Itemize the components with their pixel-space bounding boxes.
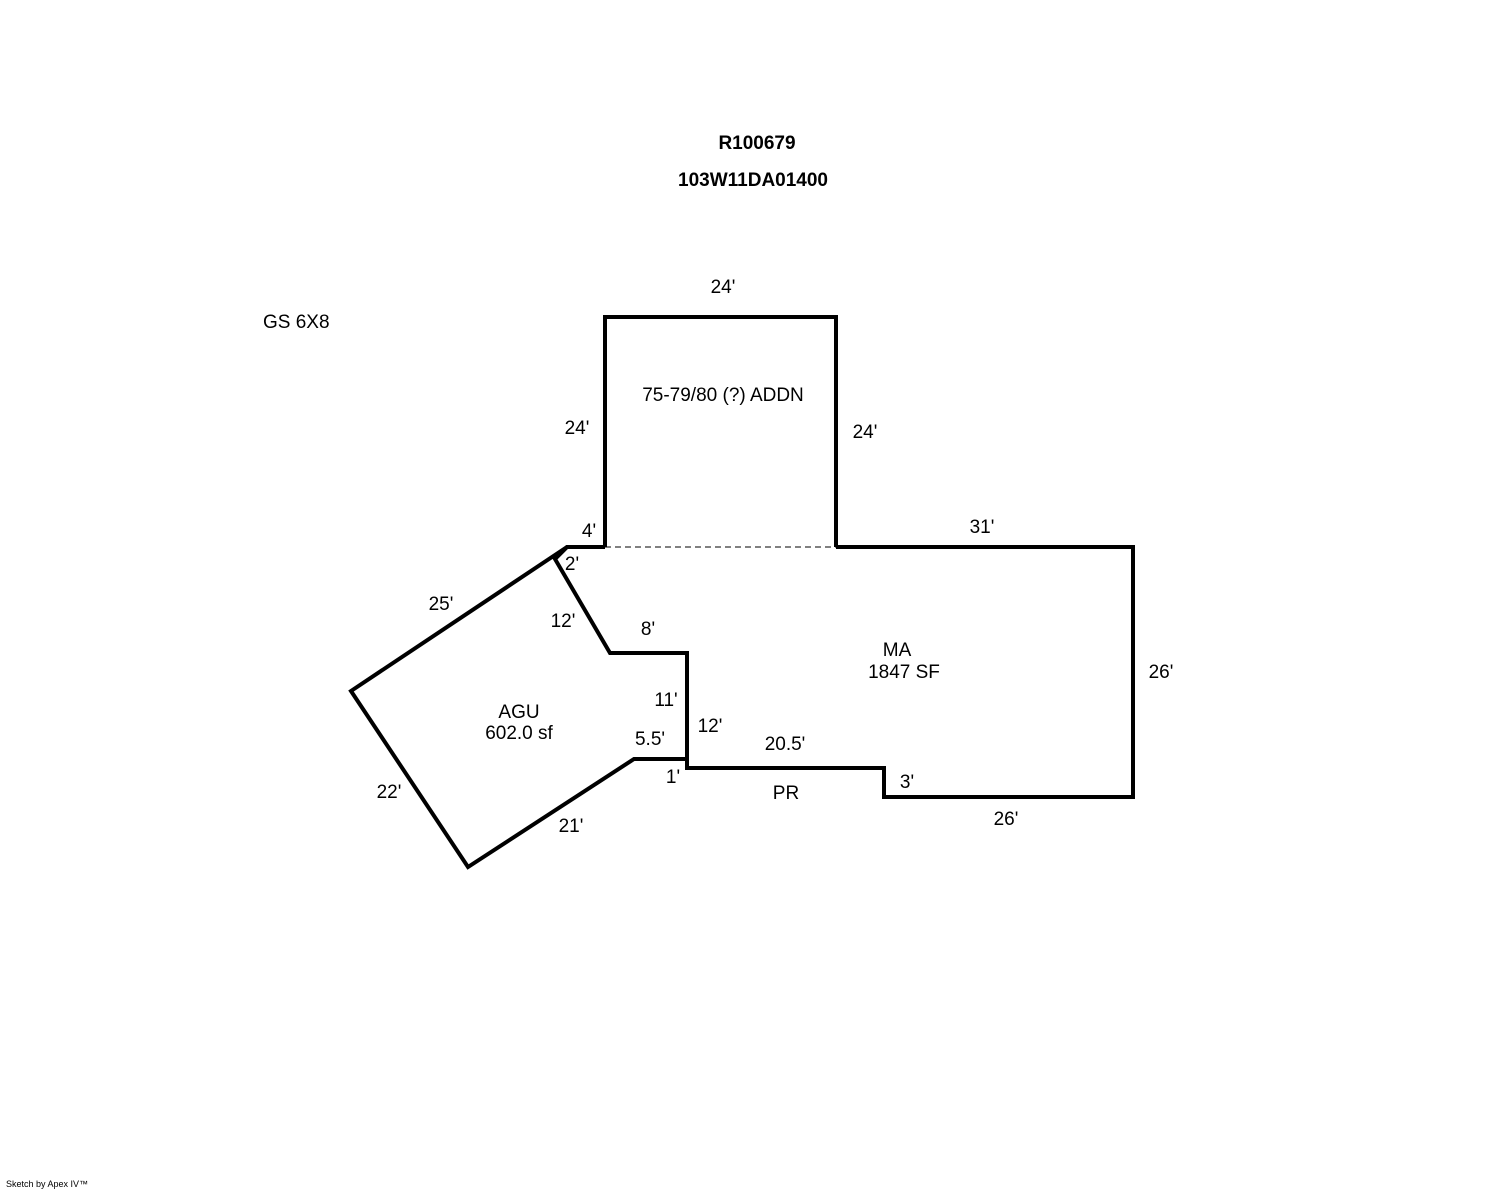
dim-garage-12: 12' (551, 611, 576, 632)
dim-garage-2: 2' (565, 554, 579, 575)
map-tax-lot: 103W11DA01400 (678, 170, 828, 191)
addition-label: 75-79/80 (?) ADDN (642, 385, 804, 406)
dim-porch-run: 20.5' (765, 734, 806, 755)
sketch-credit: Sketch by Apex IV™ (6, 1179, 88, 1189)
dim-inner-12: 12' (698, 716, 723, 737)
garage-outline (348, 545, 689, 870)
dim-garage-1: 1' (666, 767, 680, 788)
dim-garage-25: 25' (429, 594, 454, 615)
dim-main-bottom: 26' (994, 809, 1019, 830)
addition-outline (603, 315, 838, 547)
dim-inner-8: 8' (641, 619, 655, 640)
porch-area-code: PR (773, 783, 799, 804)
dim-main-right: 26' (1149, 662, 1174, 683)
dim-main-top: 31' (970, 517, 995, 538)
dim-inner-11: 11' (654, 690, 677, 711)
garage-area-size: 602.0 sf (485, 723, 553, 744)
garage-area-code: AGU (498, 702, 539, 723)
dim-garage-5-5: 5.5' (635, 729, 665, 750)
account-id: R100679 (718, 133, 795, 154)
dim-addn-left: 24' (565, 418, 590, 439)
dim-addn-top: 24' (711, 277, 736, 298)
main-area-code: MA (883, 640, 912, 661)
dim-porch-step: 3' (900, 772, 914, 793)
gs-note: GS 6X8 (263, 312, 330, 333)
dim-garage-22: 22' (377, 782, 402, 803)
dim-jog-4: 4' (582, 521, 596, 542)
dim-garage-21: 21' (559, 816, 584, 837)
main-area-size: 1847 SF (868, 662, 940, 683)
dim-addn-right: 24' (853, 422, 878, 443)
